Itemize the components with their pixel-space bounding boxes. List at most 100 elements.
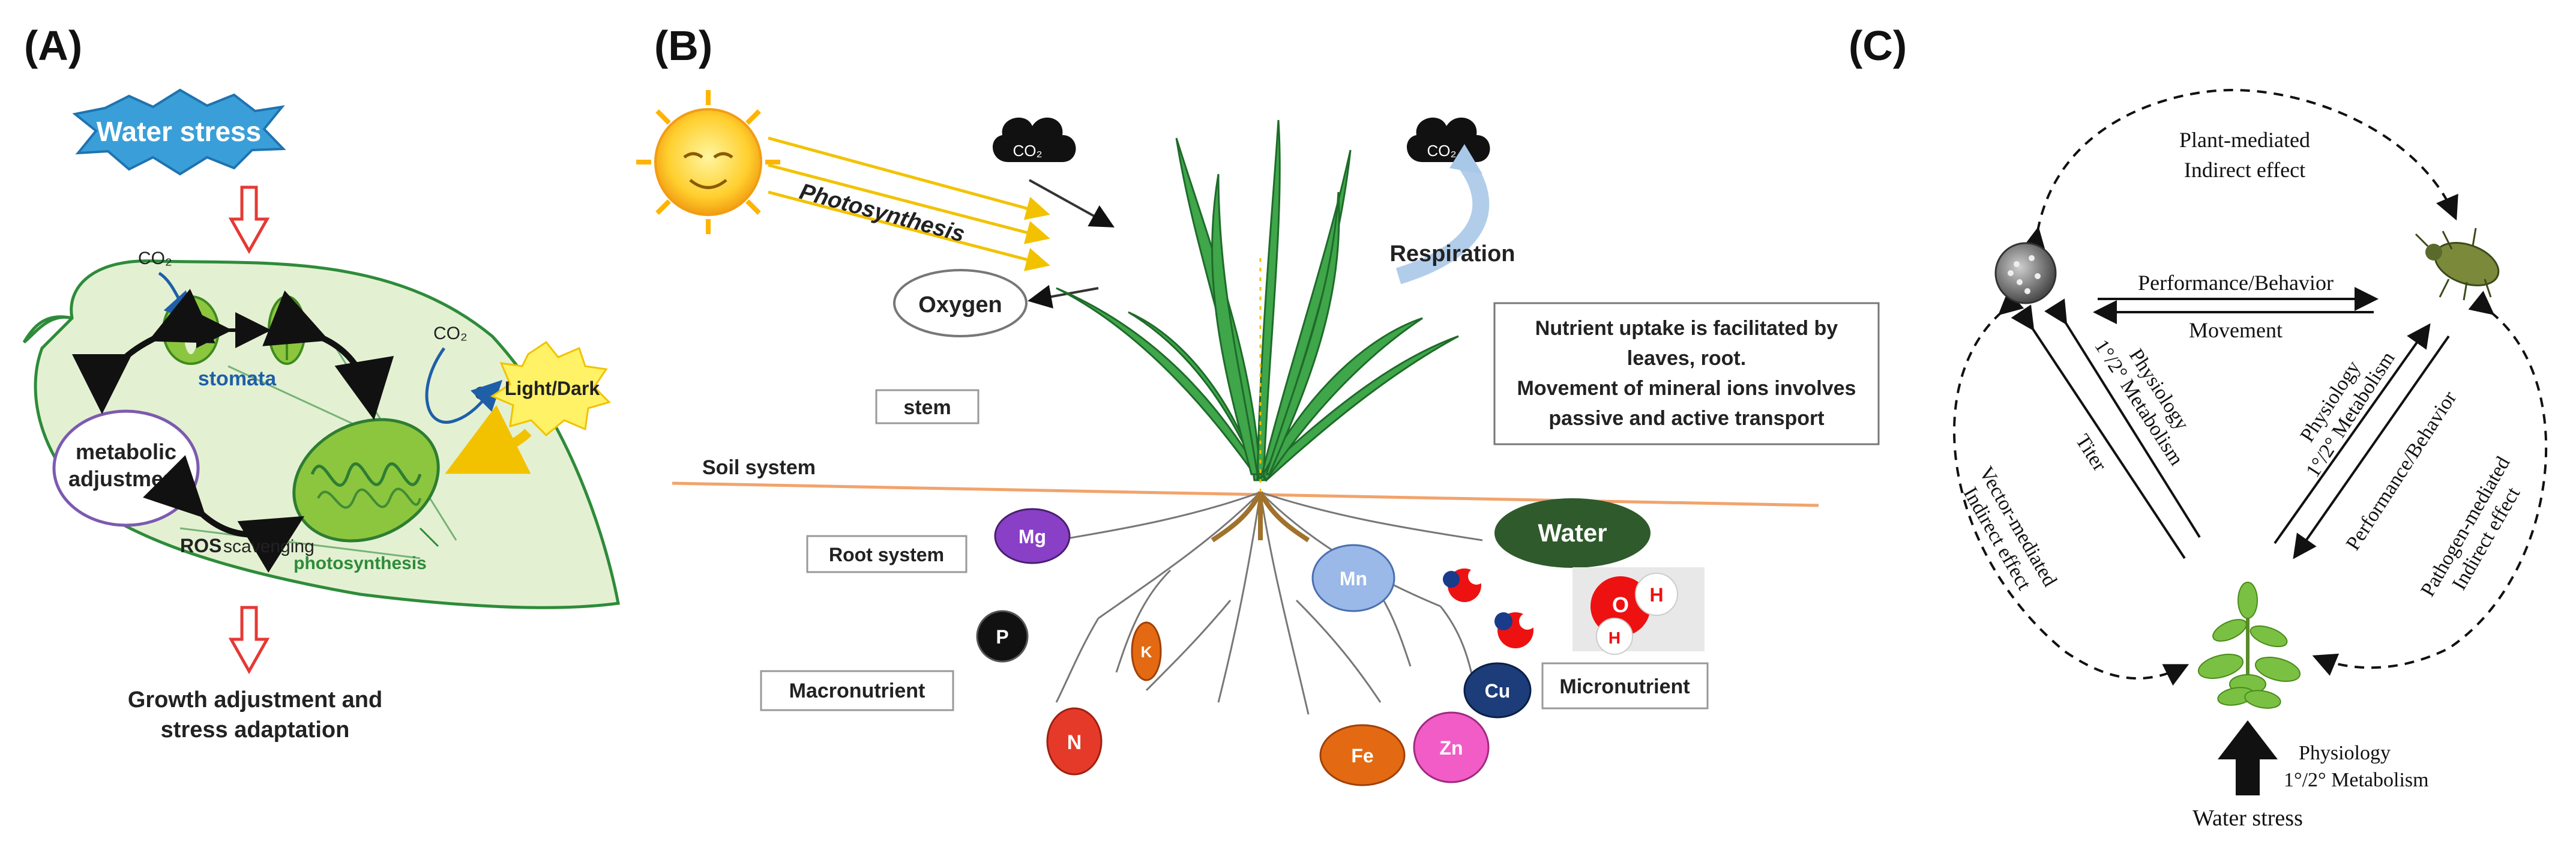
element-k-label: K xyxy=(1141,643,1152,661)
element-cu-label: Cu xyxy=(1485,680,1511,702)
ros-label: ROS xyxy=(180,535,221,556)
element-p-label: P xyxy=(996,626,1008,648)
nutrient-line-4: passive and active transport xyxy=(1548,407,1824,430)
plant-icon xyxy=(2198,582,2301,709)
element-zn-label: Zn xyxy=(1439,737,1463,759)
element-fe-label: Fe xyxy=(1351,745,1373,767)
water-o-label: O xyxy=(1612,592,1629,617)
co2-left-label: CO₂ xyxy=(138,249,172,268)
cycle-arrow-left xyxy=(72,289,215,414)
plant-mediated-label-1: Plant-mediated xyxy=(2179,128,2310,152)
nutrient-line-2: leaves, root. xyxy=(1627,347,1746,370)
root-system-label: Root system xyxy=(829,544,944,565)
panel-b: (B) Photosynthesis xyxy=(636,22,1880,786)
scavenging-label: scavenging xyxy=(223,537,314,556)
water-stress-c-label: Water stress xyxy=(2192,806,2303,831)
indirect-effect-arcs xyxy=(1953,88,2548,686)
roots xyxy=(1055,491,1483,715)
photosynthesis-pointer xyxy=(419,527,439,547)
nutrient-line-3: Movement of mineral ions involves xyxy=(1517,377,1856,400)
co2-cloud-left-label: CO₂ xyxy=(1013,142,1042,160)
insect-icon xyxy=(2415,228,2500,301)
cycle-arrow-bottom xyxy=(143,455,305,573)
water-label: Water xyxy=(1538,519,1607,547)
element-n-bubble: N xyxy=(1046,707,1103,776)
physiology-right-arrow xyxy=(2274,323,2431,544)
soil-system-label: Soil system xyxy=(702,456,816,479)
photosynthesis-b-label: Photosynthesis xyxy=(797,179,968,247)
co2-right-label: CO₂ xyxy=(433,324,468,343)
water-stress-arrow-icon xyxy=(2218,720,2278,795)
water-oval xyxy=(1494,498,1651,568)
water-stress-label: Water stress xyxy=(97,116,261,147)
nutrient-line-1: Nutrient uptake is facilitated by xyxy=(1535,317,1838,340)
small-water-molecule-2-icon xyxy=(1494,612,1536,648)
co2-cloud-right-icon: CO₂ xyxy=(1406,117,1490,162)
element-mn-label: Mn xyxy=(1340,568,1367,589)
macronutrient-box xyxy=(760,670,954,711)
light-arrow xyxy=(445,405,532,474)
stomata-label: stomata xyxy=(198,367,277,390)
element-fe-bubble: Fe xyxy=(1319,724,1406,786)
water-molecule-icon: O H H xyxy=(1572,567,1705,655)
plant-mediated-label-2: Indirect effect xyxy=(2184,158,2305,182)
oxygen-out-arrow xyxy=(1028,285,1099,309)
movement-label: Movement xyxy=(2189,318,2283,342)
oxygen-label: Oxygen xyxy=(918,292,1002,318)
leaf-tip xyxy=(22,315,73,344)
micronutrient-box xyxy=(1541,662,1709,710)
titer-arrow xyxy=(2011,304,2186,559)
micronutrient-label: Micronutrient xyxy=(1559,675,1690,698)
metabolic-label-2: adjustment xyxy=(68,466,184,491)
respiration-label: Respiration xyxy=(1389,241,1515,267)
oxygen-ellipse xyxy=(893,269,1028,337)
growth-label-2: stress adaptation xyxy=(161,717,350,743)
respiration-arrowhead xyxy=(1449,144,1482,174)
co2-cloud-left-icon: CO₂ xyxy=(992,117,1076,162)
physiology-bottom-label: Physiology xyxy=(2299,742,2391,764)
water-stress-burst xyxy=(72,88,286,176)
metabolism-bottom-label: 1°/2° Metabolism xyxy=(2284,769,2429,791)
pathogen-icon xyxy=(1994,242,2057,304)
root-system-box xyxy=(806,535,968,573)
photosynthesis-label: photosynthesis xyxy=(293,553,427,573)
performance-behavior-top-label: Performance/Behavior xyxy=(2138,271,2334,295)
soil-line xyxy=(672,481,1819,507)
element-n-label: N xyxy=(1067,731,1082,754)
co2-cloud-right-label: CO₂ xyxy=(1427,142,1456,160)
co2-in-arrow xyxy=(1029,179,1115,228)
element-mg-label: Mg xyxy=(1019,526,1046,547)
root-core xyxy=(1211,491,1310,543)
growth-label-1: Growth adjustment and xyxy=(128,687,382,713)
small-water-molecule-1-icon xyxy=(1443,568,1485,602)
down-arrow-bottom-icon xyxy=(228,606,270,675)
panel-a-letter: (A) xyxy=(24,22,82,69)
stem-box xyxy=(875,389,980,424)
water-h2-label: H xyxy=(1608,628,1621,647)
panel-c: (C) Plant-mediated Indirect effect xyxy=(1849,22,2548,831)
element-k-bubble: K xyxy=(1131,621,1162,681)
stem-label: stem xyxy=(903,396,951,419)
performance-behavior-right-arrow xyxy=(2293,335,2450,559)
element-zn-bubble: Zn xyxy=(1413,711,1490,783)
light-dark-label: Light/Dark xyxy=(505,378,600,399)
cycle-arrow-right xyxy=(262,290,394,420)
panel-a: (A) Water stress stomata CO₂ metabolic a… xyxy=(22,22,620,743)
macronutrient-label: Macronutrient xyxy=(789,680,925,702)
water-h1-label: H xyxy=(1649,584,1663,606)
plant-leaves xyxy=(1056,119,1459,482)
element-cu-bubble: Cu xyxy=(1463,662,1532,719)
respiration-arrow xyxy=(1395,157,1490,285)
physiology-left-arrow xyxy=(2044,298,2201,538)
down-arrow-top-icon xyxy=(228,185,270,255)
element-mg-bubble: Mg xyxy=(994,508,1071,564)
panel-c-letter: (C) xyxy=(1849,22,1907,69)
sunlight-rays xyxy=(768,136,1050,271)
element-mn-bubble: Mn xyxy=(1311,544,1395,612)
sun-icon xyxy=(636,90,780,234)
panel-b-letter: (B) xyxy=(654,22,712,69)
element-p-bubble: P xyxy=(976,610,1029,663)
nutrient-box xyxy=(1493,302,1880,445)
metabolic-label-1: metabolic xyxy=(76,439,176,464)
